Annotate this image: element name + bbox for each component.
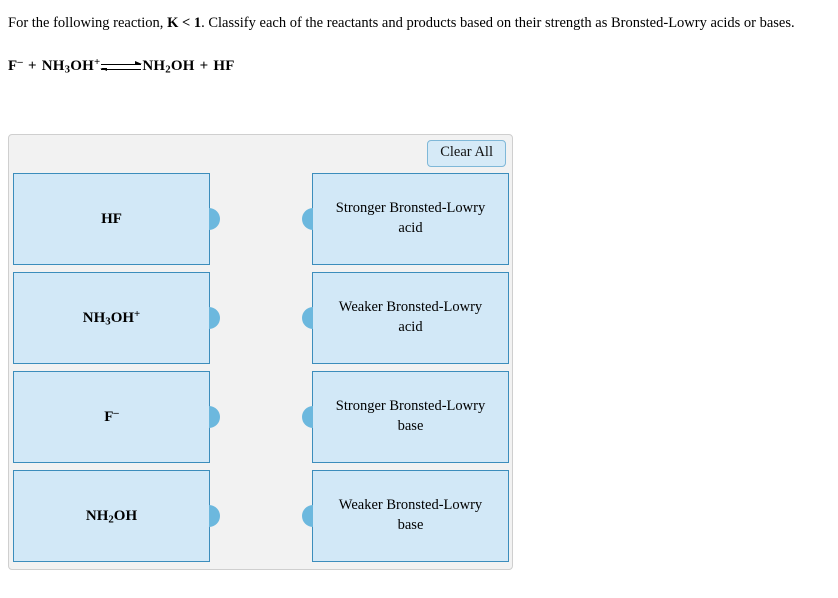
species-formula-mid: OH (110, 309, 135, 326)
panel-toolbar: Clear All (427, 140, 506, 168)
equation-product-2: HF (213, 58, 235, 74)
category-card-stronger-acid[interactable]: Stronger Bronsted-Lowry acid (302, 173, 509, 265)
species-subscript: 2 (108, 513, 114, 526)
category-card-label: Stronger Bronsted-Lowry base (335, 398, 486, 434)
connector-nub-icon[interactable] (302, 406, 313, 428)
chemical-equation: F– + NH3OH+ NH2OH + HF (8, 56, 235, 76)
species-card-nh3oh-plus[interactable]: NH3OH+ (13, 272, 220, 364)
reactant-2-formula-mid: OH (70, 58, 94, 74)
species-charge: + (134, 308, 141, 321)
category-column: Stronger Bronsted-Lowry acid Weaker Bron… (302, 173, 509, 562)
species-formula: NH (82, 309, 106, 326)
prompt-text-after: . Classify each of the reactants and pro… (201, 15, 795, 31)
species-card-label: NH2OH (72, 506, 151, 526)
connector-nub-icon[interactable] (209, 505, 220, 527)
species-card-nh2oh[interactable]: NH2OH (13, 470, 220, 562)
prompt-text-before: For the following reaction, (8, 15, 168, 31)
equation-reactant-1: F– (8, 56, 23, 75)
equation-plus-2: + (199, 58, 209, 74)
product-1-formula: NH (142, 58, 166, 74)
product-1-subscript: 2 (165, 63, 171, 76)
species-card-label: NH3OH+ (69, 308, 154, 328)
species-card-label: HF (87, 209, 136, 229)
connector-nub-icon[interactable] (302, 505, 313, 527)
species-formula: F (104, 408, 114, 425)
equation-product-1: NH2OH (142, 58, 194, 75)
question-prompt: For the following reaction, K < 1. Class… (8, 14, 832, 34)
category-card-label: Weaker Bronsted-Lowry base (338, 497, 483, 533)
category-card-weaker-acid[interactable]: Weaker Bronsted-Lowry acid (302, 272, 509, 364)
category-card-label: Stronger Bronsted-Lowry acid (335, 200, 486, 236)
connector-nub-icon[interactable] (209, 208, 220, 230)
prompt-emphasis: K < 1 (167, 15, 202, 31)
connector-nub-icon[interactable] (302, 208, 313, 230)
equation-reactant-2: NH3OH+ (41, 56, 101, 76)
category-card-label: Weaker Bronsted-Lowry acid (338, 299, 483, 335)
matching-panel: Clear All HF NH3OH+ F– NH2OH (8, 134, 513, 570)
matching-columns: HF NH3OH+ F– NH2OH Stronger Bronsted-Low… (9, 173, 514, 569)
reactant-1-charge: – (17, 56, 23, 69)
reactant-1-formula: F (8, 58, 18, 74)
species-card-label: F– (90, 407, 133, 427)
species-card-f-minus[interactable]: F– (13, 371, 220, 463)
species-card-hf[interactable]: HF (13, 173, 220, 265)
species-formula-mid: OH (113, 507, 138, 524)
species-column: HF NH3OH+ F– NH2OH (13, 173, 220, 562)
connector-nub-icon[interactable] (209, 406, 220, 428)
reactant-2-formula: NH (41, 58, 65, 74)
equation-plus-1: + (27, 58, 37, 74)
reactant-2-charge: + (94, 56, 101, 69)
category-card-stronger-base[interactable]: Stronger Bronsted-Lowry base (302, 371, 509, 463)
species-charge: – (113, 407, 119, 420)
connector-nub-icon[interactable] (209, 307, 220, 329)
product-1-formula-mid: OH (170, 58, 195, 74)
species-formula: HF (101, 210, 122, 227)
species-subscript: 3 (105, 315, 111, 328)
connector-nub-icon[interactable] (302, 307, 313, 329)
species-formula: NH (85, 507, 109, 524)
equilibrium-arrow-icon (100, 60, 143, 74)
category-card-weaker-base[interactable]: Weaker Bronsted-Lowry base (302, 470, 509, 562)
reactant-2-subscript: 3 (64, 63, 71, 76)
clear-all-button[interactable]: Clear All (427, 140, 506, 167)
